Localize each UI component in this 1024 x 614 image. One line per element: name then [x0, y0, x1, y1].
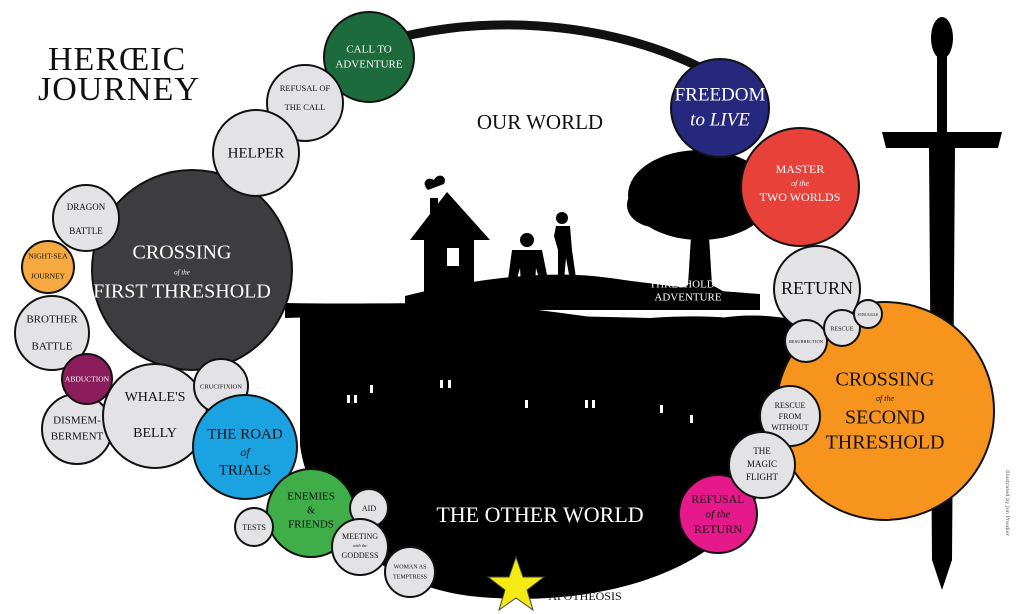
svg-text:RESURRECTION: RESURRECTION	[789, 339, 824, 344]
svg-text:FIRST THRESHOLD: FIRST THRESHOLD	[93, 281, 271, 303]
svg-text:WITHOUT: WITHOUT	[771, 423, 808, 432]
svg-text:to LIVE: to LIVE	[690, 109, 750, 130]
stage-dismemberment: DISMEM- BERMENT	[41, 393, 113, 465]
title-line2: JOURNEY	[38, 71, 200, 108]
apotheosis-label: APOTHEOSIS	[548, 589, 621, 603]
svg-text:TRIALS: TRIALS	[219, 462, 272, 478]
stage-tests: TESTS	[234, 507, 274, 547]
svg-text:of the: of the	[174, 269, 190, 277]
svg-text:THE CALL: THE CALL	[285, 102, 326, 112]
svg-text:RESCUE: RESCUE	[830, 326, 853, 332]
svg-text:RETURN: RETURN	[781, 278, 853, 298]
our-world-label: OUR WORLD	[477, 110, 603, 134]
stage-brother-battle: BROTHER BATTLE	[14, 295, 90, 371]
svg-text:MASTER: MASTER	[776, 162, 825, 176]
svg-text:RETURN: RETURN	[694, 522, 742, 536]
svg-text:with the: with the	[353, 543, 367, 548]
svg-text:of the: of the	[706, 509, 731, 521]
other-world-label: THE OTHER WORLD	[436, 502, 643, 527]
svg-text:of the: of the	[791, 179, 809, 188]
our-world-arc	[363, 20, 708, 74]
diagram-title: HERŒIC JOURNEY	[38, 41, 200, 108]
svg-text:GODDESS: GODDESS	[342, 551, 379, 560]
stage-helper: HELPER	[212, 109, 300, 197]
stage-rescue-from-without: RESCUE FROM WITHOUT	[759, 385, 821, 447]
threshold-label: THRESHOLD of ADVENTURE	[649, 279, 727, 304]
hill	[405, 274, 760, 310]
threshold-line2: ADVENTURE	[654, 292, 721, 304]
credit-text: Illustrated by Jon Preidler	[1004, 470, 1010, 537]
stage-refusal-of-return: REFUSAL of the RETURN	[678, 474, 758, 554]
svg-text:DRAGON: DRAGON	[67, 202, 106, 212]
svg-text:NIGHT-SEA: NIGHT-SEA	[28, 252, 68, 261]
svg-text:CALL TO: CALL TO	[346, 44, 391, 56]
svg-text:THRESHOLD: THRESHOLD	[826, 432, 945, 454]
svg-text:MEETING: MEETING	[342, 532, 378, 541]
title-line1: HERŒIC	[48, 41, 186, 78]
svg-text:REFUSAL: REFUSAL	[691, 492, 744, 506]
stage-woman-temptress: WOMAN AS TEMPTRESS	[384, 546, 436, 598]
stage-rescue: RESCUE	[823, 309, 861, 347]
castle-silhouette	[320, 310, 740, 480]
stage-master-two-worlds: MASTER of the TWO WORLDS	[740, 127, 860, 247]
svg-text:FLIGHT: FLIGHT	[746, 472, 778, 482]
stage-struggle: STRUGGLE	[853, 299, 883, 329]
svg-text:AID: AID	[362, 504, 376, 513]
stage-whales-belly: WHALE'S BELLY	[102, 363, 208, 469]
stage-meeting-goddess: MEETING with the GODDESS	[331, 518, 389, 576]
svg-text:REFUSAL OF: REFUSAL OF	[280, 83, 331, 93]
threshold-road	[285, 303, 820, 338]
svg-text:JOURNEY: JOURNEY	[31, 272, 66, 281]
stage-crossing-first-threshold: CROSSING of the FIRST THRESHOLD	[91, 169, 293, 371]
svg-text:FROM: FROM	[779, 412, 802, 421]
svg-text:FREEDOM: FREEDOM	[675, 84, 766, 105]
svg-text:CRUCIFIXION: CRUCIFIXION	[200, 383, 242, 390]
svg-text:ABDUCTION: ABDUCTION	[65, 375, 110, 384]
svg-text:of the: of the	[876, 394, 894, 403]
stage-freedom-to-live: FREEDOM to LIVE	[670, 58, 770, 158]
svg-text:WHALE'S: WHALE'S	[125, 390, 186, 405]
stage-abduction: ABDUCTION	[61, 353, 113, 405]
svg-text:TESTS: TESTS	[242, 523, 266, 532]
stage-dragon-battle: DRAGON BATTLE	[52, 184, 120, 252]
svg-text:of: of	[240, 445, 251, 459]
svg-text:BROTHER: BROTHER	[26, 314, 78, 326]
stage-night-sea-journey: NIGHT-SEA JOURNEY	[21, 240, 75, 294]
svg-text:ENEMIES: ENEMIES	[287, 491, 335, 503]
heroes-silhouette	[508, 212, 576, 302]
apotheosis: APOTHEOSIS	[486, 555, 622, 612]
svg-text:THE ROAD: THE ROAD	[207, 426, 283, 442]
svg-text:THE: THE	[753, 446, 771, 456]
svg-text:BELLY: BELLY	[133, 426, 177, 441]
svg-text:BATTLE: BATTLE	[32, 341, 73, 353]
svg-text:CROSSING: CROSSING	[836, 369, 935, 391]
svg-text:WOMAN AS: WOMAN AS	[394, 564, 427, 570]
svg-text:STRUGGLE: STRUGGLE	[858, 312, 879, 317]
svg-text:TEMPTRESS: TEMPTRESS	[393, 574, 427, 580]
star-icon	[486, 555, 546, 612]
stage-resurrection: RESURRECTION	[784, 319, 828, 363]
svg-text:FRIENDS: FRIENDS	[288, 519, 334, 531]
svg-text:SECOND: SECOND	[845, 407, 925, 429]
svg-text:TWO WORLDS: TWO WORLDS	[760, 190, 841, 204]
svg-text:DISMEM-: DISMEM-	[53, 415, 101, 427]
svg-text:&: &	[307, 505, 315, 516]
svg-text:HELPER: HELPER	[228, 145, 285, 161]
svg-text:RESCUE: RESCUE	[775, 401, 806, 410]
house-silhouette	[410, 175, 490, 294]
stage-magic-flight: THE MAGIC FLIGHT	[728, 431, 796, 499]
stage-call-to-adventure: CALL TO ADVENTURE	[323, 11, 415, 103]
stage-road-of-trials: THE ROAD of TRIALS	[192, 394, 298, 500]
svg-text:BATTLE: BATTLE	[69, 226, 103, 236]
threshold-line1: THRESHOLD of	[649, 279, 727, 291]
svg-text:CROSSING: CROSSING	[133, 242, 232, 264]
svg-text:MAGIC: MAGIC	[747, 459, 777, 469]
svg-text:BERMENT: BERMENT	[51, 431, 104, 443]
stage-crossing-second-threshold: CROSSING of the SECOND THRESHOLD	[775, 301, 995, 521]
svg-text:ADVENTURE: ADVENTURE	[335, 59, 402, 71]
